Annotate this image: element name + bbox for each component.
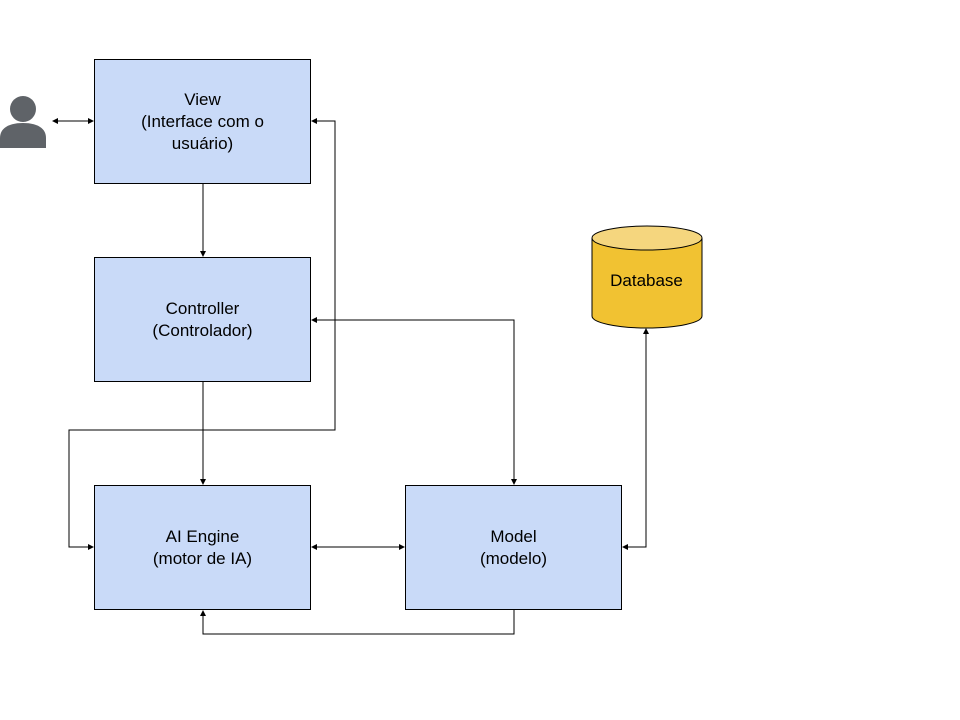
controller-title: Controller (165, 298, 240, 318)
model-title: Model (490, 526, 537, 546)
connector-model-controller (311, 317, 517, 485)
database-cylinder (591, 225, 703, 329)
database-top (591, 225, 703, 251)
view-subtitle-line2: usuário) (171, 133, 234, 153)
ai-engine-title: AI Engine (165, 526, 240, 546)
connector-model-ai-bottom (200, 610, 515, 635)
controller-box: Controller (Controlador) (94, 257, 311, 382)
controller-subtitle: (Controlador) (152, 320, 253, 340)
ai-engine-box: AI Engine (motor de IA) (94, 485, 311, 610)
database-label: Database (610, 271, 683, 290)
ai-engine-subtitle: (motor de IA) (152, 548, 253, 568)
model-box: Model (modelo) (405, 485, 622, 610)
connector-ai-view (68, 118, 336, 550)
view-subtitle-line1: (Interface com o (141, 111, 264, 131)
view-title: View (184, 89, 221, 109)
connector-model-database (622, 328, 649, 550)
model-subtitle: (modelo) (479, 548, 548, 568)
database-body (591, 238, 703, 329)
person-icon (0, 96, 46, 148)
view-box: View (Interface com o usuário) (94, 59, 311, 184)
